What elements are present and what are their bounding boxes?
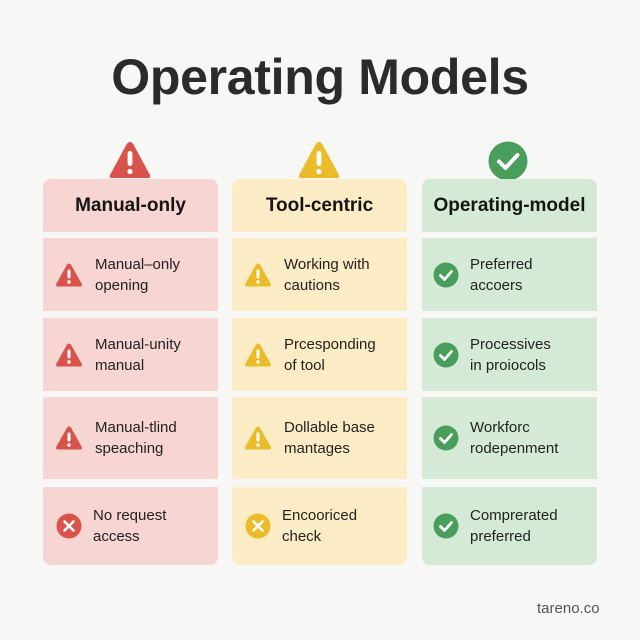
list-item: Working with cautions: [232, 238, 407, 311]
list-item: Manual-tlind speaching: [43, 397, 218, 479]
check-circle-icon: [433, 425, 459, 451]
column-manual-only: Manual-only Manual–only opening Manual-u…: [43, 179, 218, 565]
list-item: Workforc rodepenment: [422, 397, 597, 479]
list-item: Preferred accoers: [422, 238, 597, 311]
check-circle-icon: [488, 141, 528, 181]
check-circle-icon: [433, 342, 459, 368]
page-title: Operating Models: [111, 49, 529, 105]
column-operating-model: Operating-model Preferred accoers Proces…: [422, 179, 597, 565]
x-circle-icon: [245, 513, 271, 539]
check-circle-icon: [433, 513, 459, 539]
item-text: Working with cautions: [284, 255, 370, 294]
item-text: Comprerated preferred: [470, 507, 558, 545]
warning-triangle-icon: [244, 262, 272, 288]
item-text: Preferred accoers: [470, 255, 533, 294]
list-item: Comprerated preferred: [422, 487, 597, 565]
warning-triangle-icon: [244, 425, 272, 451]
item-text: Manual-tlind speaching: [95, 419, 177, 457]
warning-triangle-icon: [55, 342, 83, 368]
list-item: Encooriced check: [232, 487, 407, 565]
item-text: Prcesponding of tool: [284, 335, 376, 374]
list-item: Manual-unity manual: [43, 318, 218, 391]
item-text: Encooriced check: [282, 507, 358, 545]
column-tool-centric: Tool-centric Working with cautions Prces…: [232, 179, 407, 565]
column-header: Operating-model: [422, 179, 597, 232]
check-circle-icon: [433, 262, 459, 288]
footer-brand: tareno.co: [537, 600, 600, 617]
warning-triangle-icon: [108, 140, 152, 180]
x-circle-icon: [56, 513, 82, 539]
column-header: Manual-only: [43, 179, 218, 232]
item-text: Dollable base mantages: [284, 419, 375, 457]
item-text: Workforc rodepenment: [470, 419, 559, 457]
warning-triangle-icon: [55, 262, 83, 288]
item-text: Manual-unity manual: [95, 335, 181, 374]
list-item: Prcesponding of tool: [232, 318, 407, 391]
column-header: Tool-centric: [232, 179, 407, 232]
warning-triangle-icon: [55, 425, 83, 451]
list-item: Processives in proiocols: [422, 318, 597, 391]
list-item: Manual–only opening: [43, 238, 218, 311]
list-item: No request access: [43, 487, 218, 565]
item-text: No request access: [93, 507, 167, 545]
warning-triangle-icon: [244, 342, 272, 368]
item-text: Manual–only opening: [95, 255, 181, 294]
list-item: Dollable base mantages: [232, 397, 407, 479]
item-text: Processives in proiocols: [470, 335, 551, 374]
warning-triangle-icon: [297, 140, 341, 180]
